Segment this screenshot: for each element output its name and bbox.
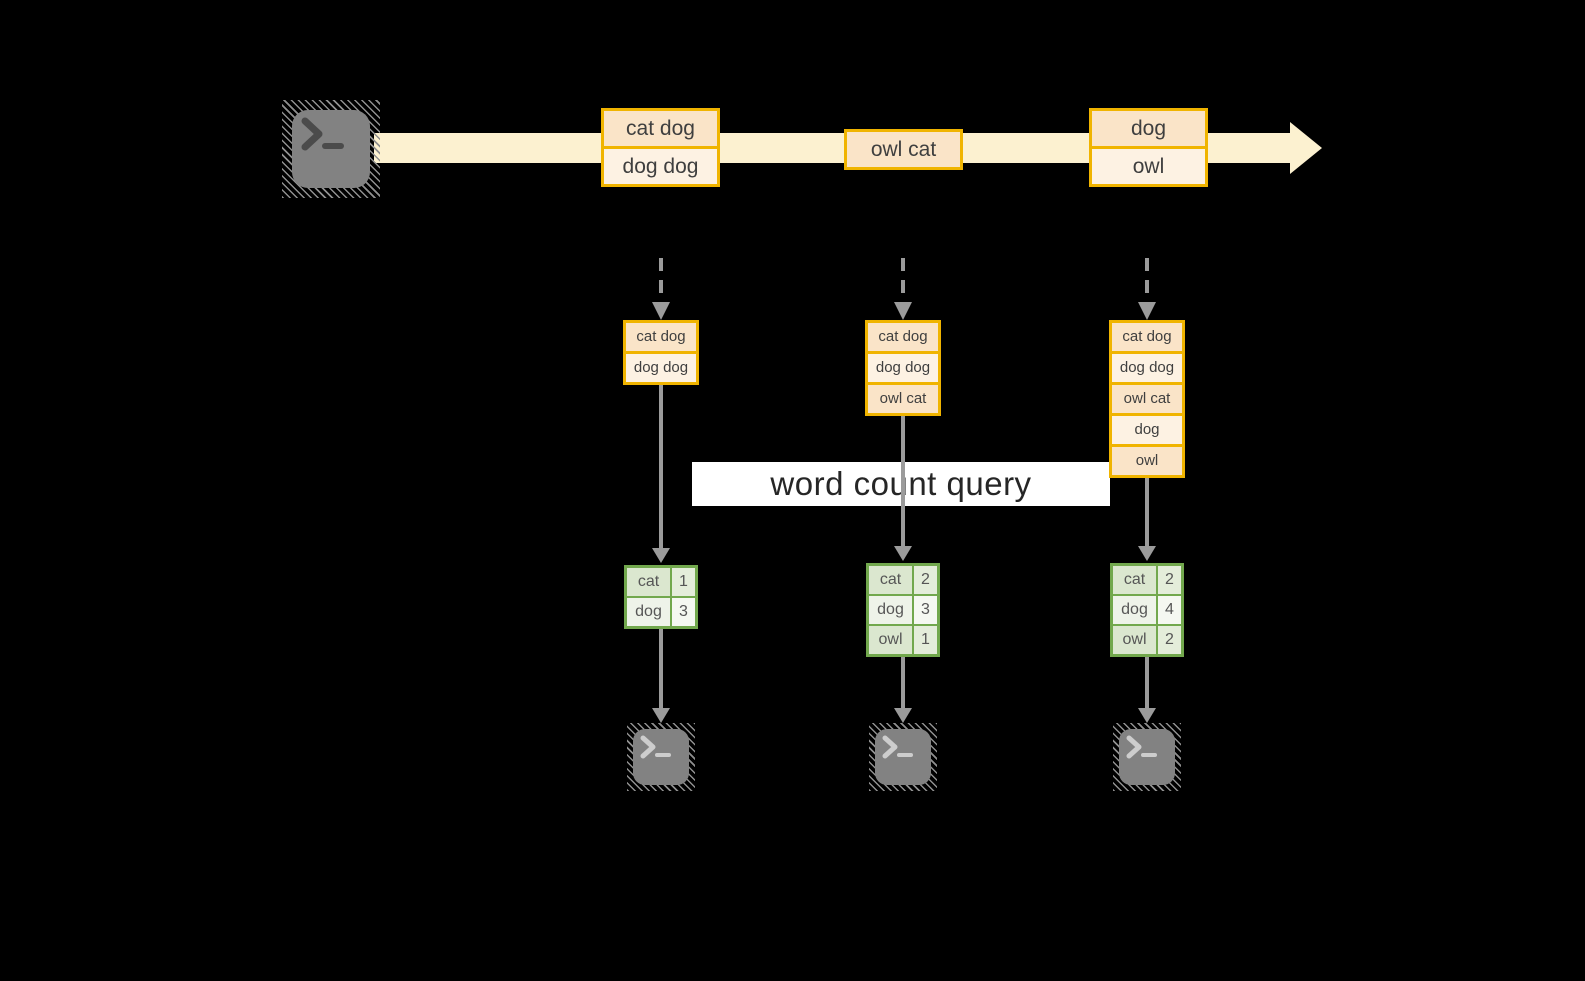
state-to-result-arrow-2 [894,416,912,561]
count-cell: 2 [914,566,937,594]
word-cell: owl [1113,626,1156,654]
count-cell: 3 [672,598,695,626]
table-row: cat 2 [1113,566,1181,594]
record-cell: dog dog [1112,354,1182,382]
record-cell: owl cat [847,132,960,167]
word-count-table-2: cat 2 dog 3 owl 1 [866,563,940,657]
source-terminal-icon [282,100,380,198]
word-cell: cat [869,566,912,594]
output-terminal-icon-2 [869,723,937,791]
accumulated-input-box-2: cat dog dog dog owl cat [865,320,941,416]
terminal-prompt-icon [640,735,671,759]
batch-to-state-dashed-arrow-2 [894,258,912,320]
table-row: dog 3 [627,598,695,626]
table-row: cat 2 [869,566,937,594]
result-to-output-arrow-1 [652,629,670,723]
table-row: owl 2 [1113,626,1181,654]
accumulated-input-box-1: cat dog dog dog [623,320,699,385]
output-terminal-icon-1 [627,723,695,791]
terminal-square [1119,729,1175,785]
record-cell: dog dog [626,354,696,382]
word-cell: cat [627,568,670,596]
record-cell: dog [1092,111,1205,146]
terminal-square [633,729,689,785]
count-cell: 2 [1158,566,1181,594]
record-cell: cat dog [626,323,696,351]
state-to-result-arrow-3 [1138,478,1156,561]
word-count-table-1: cat 1 dog 3 [624,565,698,629]
count-cell: 3 [914,596,937,624]
word-cell: owl [869,626,912,654]
record-cell: cat dog [604,111,717,146]
count-cell: 1 [914,626,937,654]
record-cell: owl [1092,149,1205,184]
record-cell: cat dog [868,323,938,351]
record-cell: cat dog [1112,323,1182,351]
word-count-query-text: word count query [770,465,1032,502]
record-cell: owl [1112,447,1182,475]
count-cell: 2 [1158,626,1181,654]
batch-to-state-dashed-arrow-3 [1138,258,1156,320]
word-cell: cat [1113,566,1156,594]
output-terminal-icon-3 [1113,723,1181,791]
accumulated-input-box-3: cat dog dog dog owl cat dog owl [1109,320,1185,478]
stream-timeline-arrowhead [1290,122,1322,174]
terminal-prompt-icon [301,117,344,151]
state-to-result-arrow-1 [652,385,670,563]
terminal-square [875,729,931,785]
word-cell: dog [627,598,670,626]
word-cell: dog [1113,596,1156,624]
batch-to-state-dashed-arrow-1 [652,258,670,320]
record-cell: owl cat [1112,385,1182,413]
record-cell: dog dog [604,149,717,184]
table-row: dog 4 [1113,596,1181,624]
table-row: owl 1 [869,626,937,654]
result-to-output-arrow-2 [894,657,912,723]
stream-batch-box-2: owl cat [844,129,963,170]
terminal-prompt-icon [1126,735,1157,759]
word-cell: dog [869,596,912,624]
table-row: cat 1 [627,568,695,596]
result-to-output-arrow-3 [1138,657,1156,723]
table-row: dog 3 [869,596,937,624]
word-count-table-3: cat 2 dog 4 owl 2 [1110,563,1184,657]
count-cell: 1 [672,568,695,596]
record-cell: owl cat [868,385,938,413]
record-cell: dog dog [868,354,938,382]
terminal-square [292,110,370,188]
terminal-prompt-icon [882,735,913,759]
count-cell: 4 [1158,596,1181,624]
record-cell: dog [1112,416,1182,444]
